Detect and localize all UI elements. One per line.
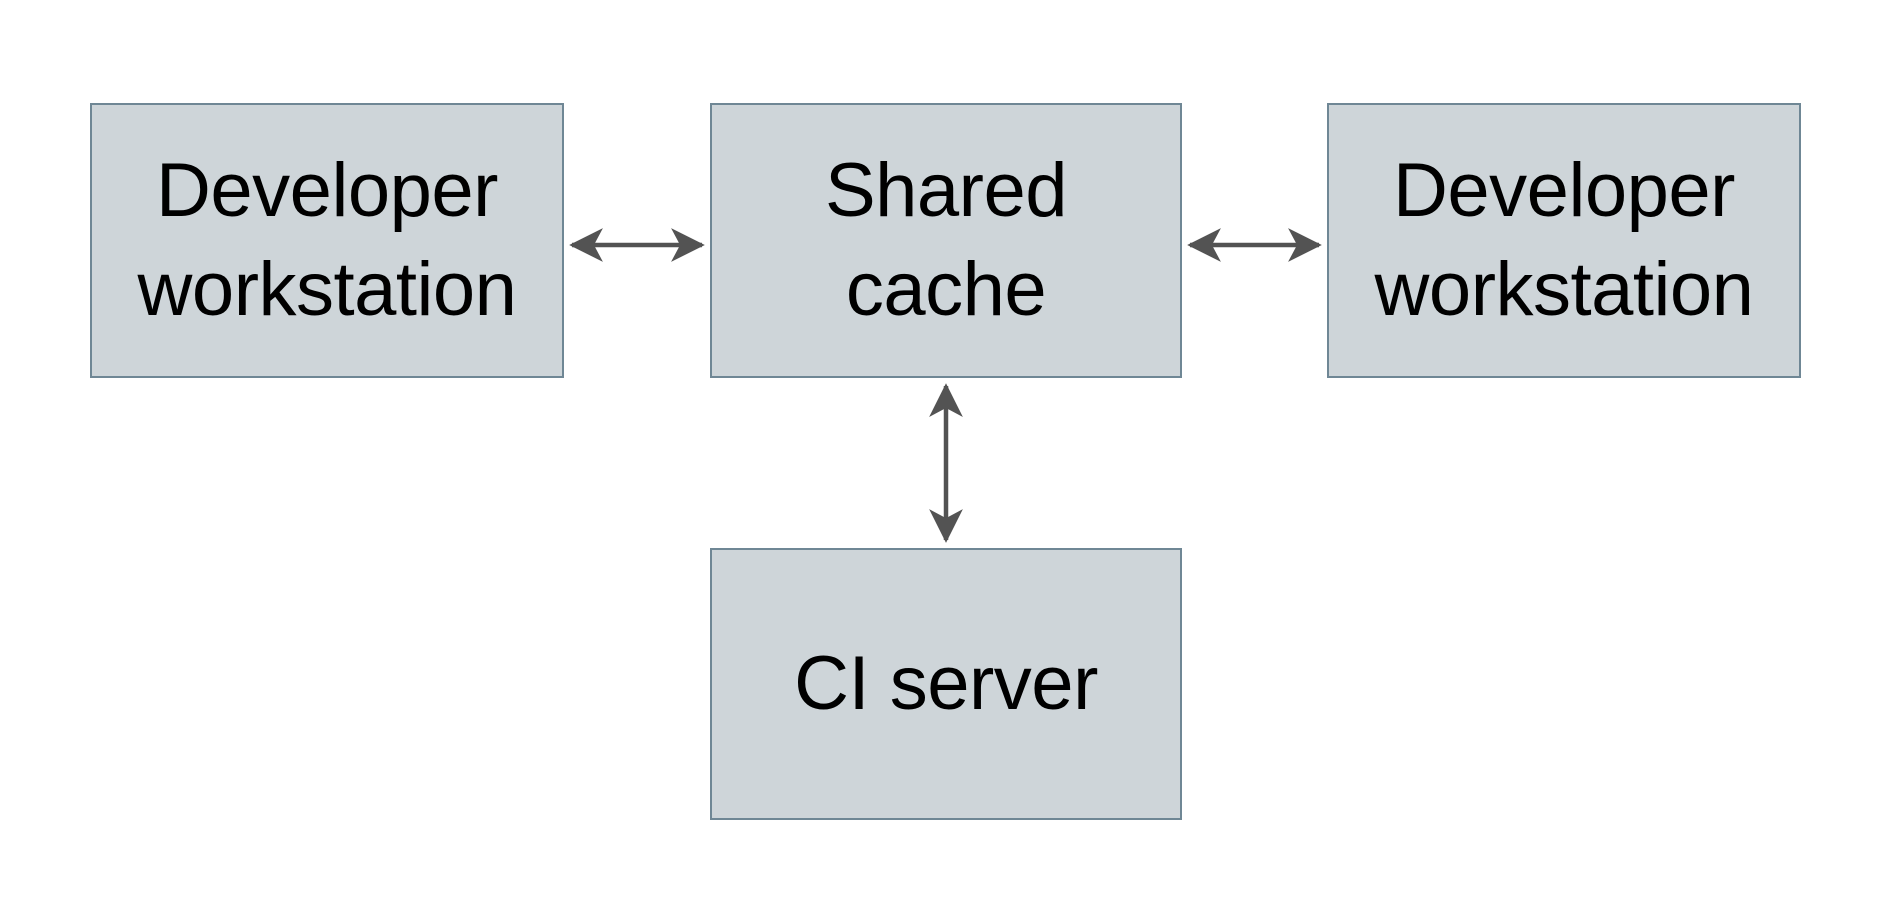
node-developer-workstation-left[interactable]: Developer workstation [90,103,564,378]
node-label: Shared cache [824,147,1068,332]
node-ci-server[interactable]: CI server [710,548,1182,820]
node-developer-workstation-right[interactable]: Developer workstation [1327,103,1801,378]
node-label: CI server [794,640,1098,726]
node-label: Developer workstation [137,147,517,332]
node-label: Developer workstation [1374,147,1754,332]
node-shared-cache[interactable]: Shared cache [710,103,1182,378]
